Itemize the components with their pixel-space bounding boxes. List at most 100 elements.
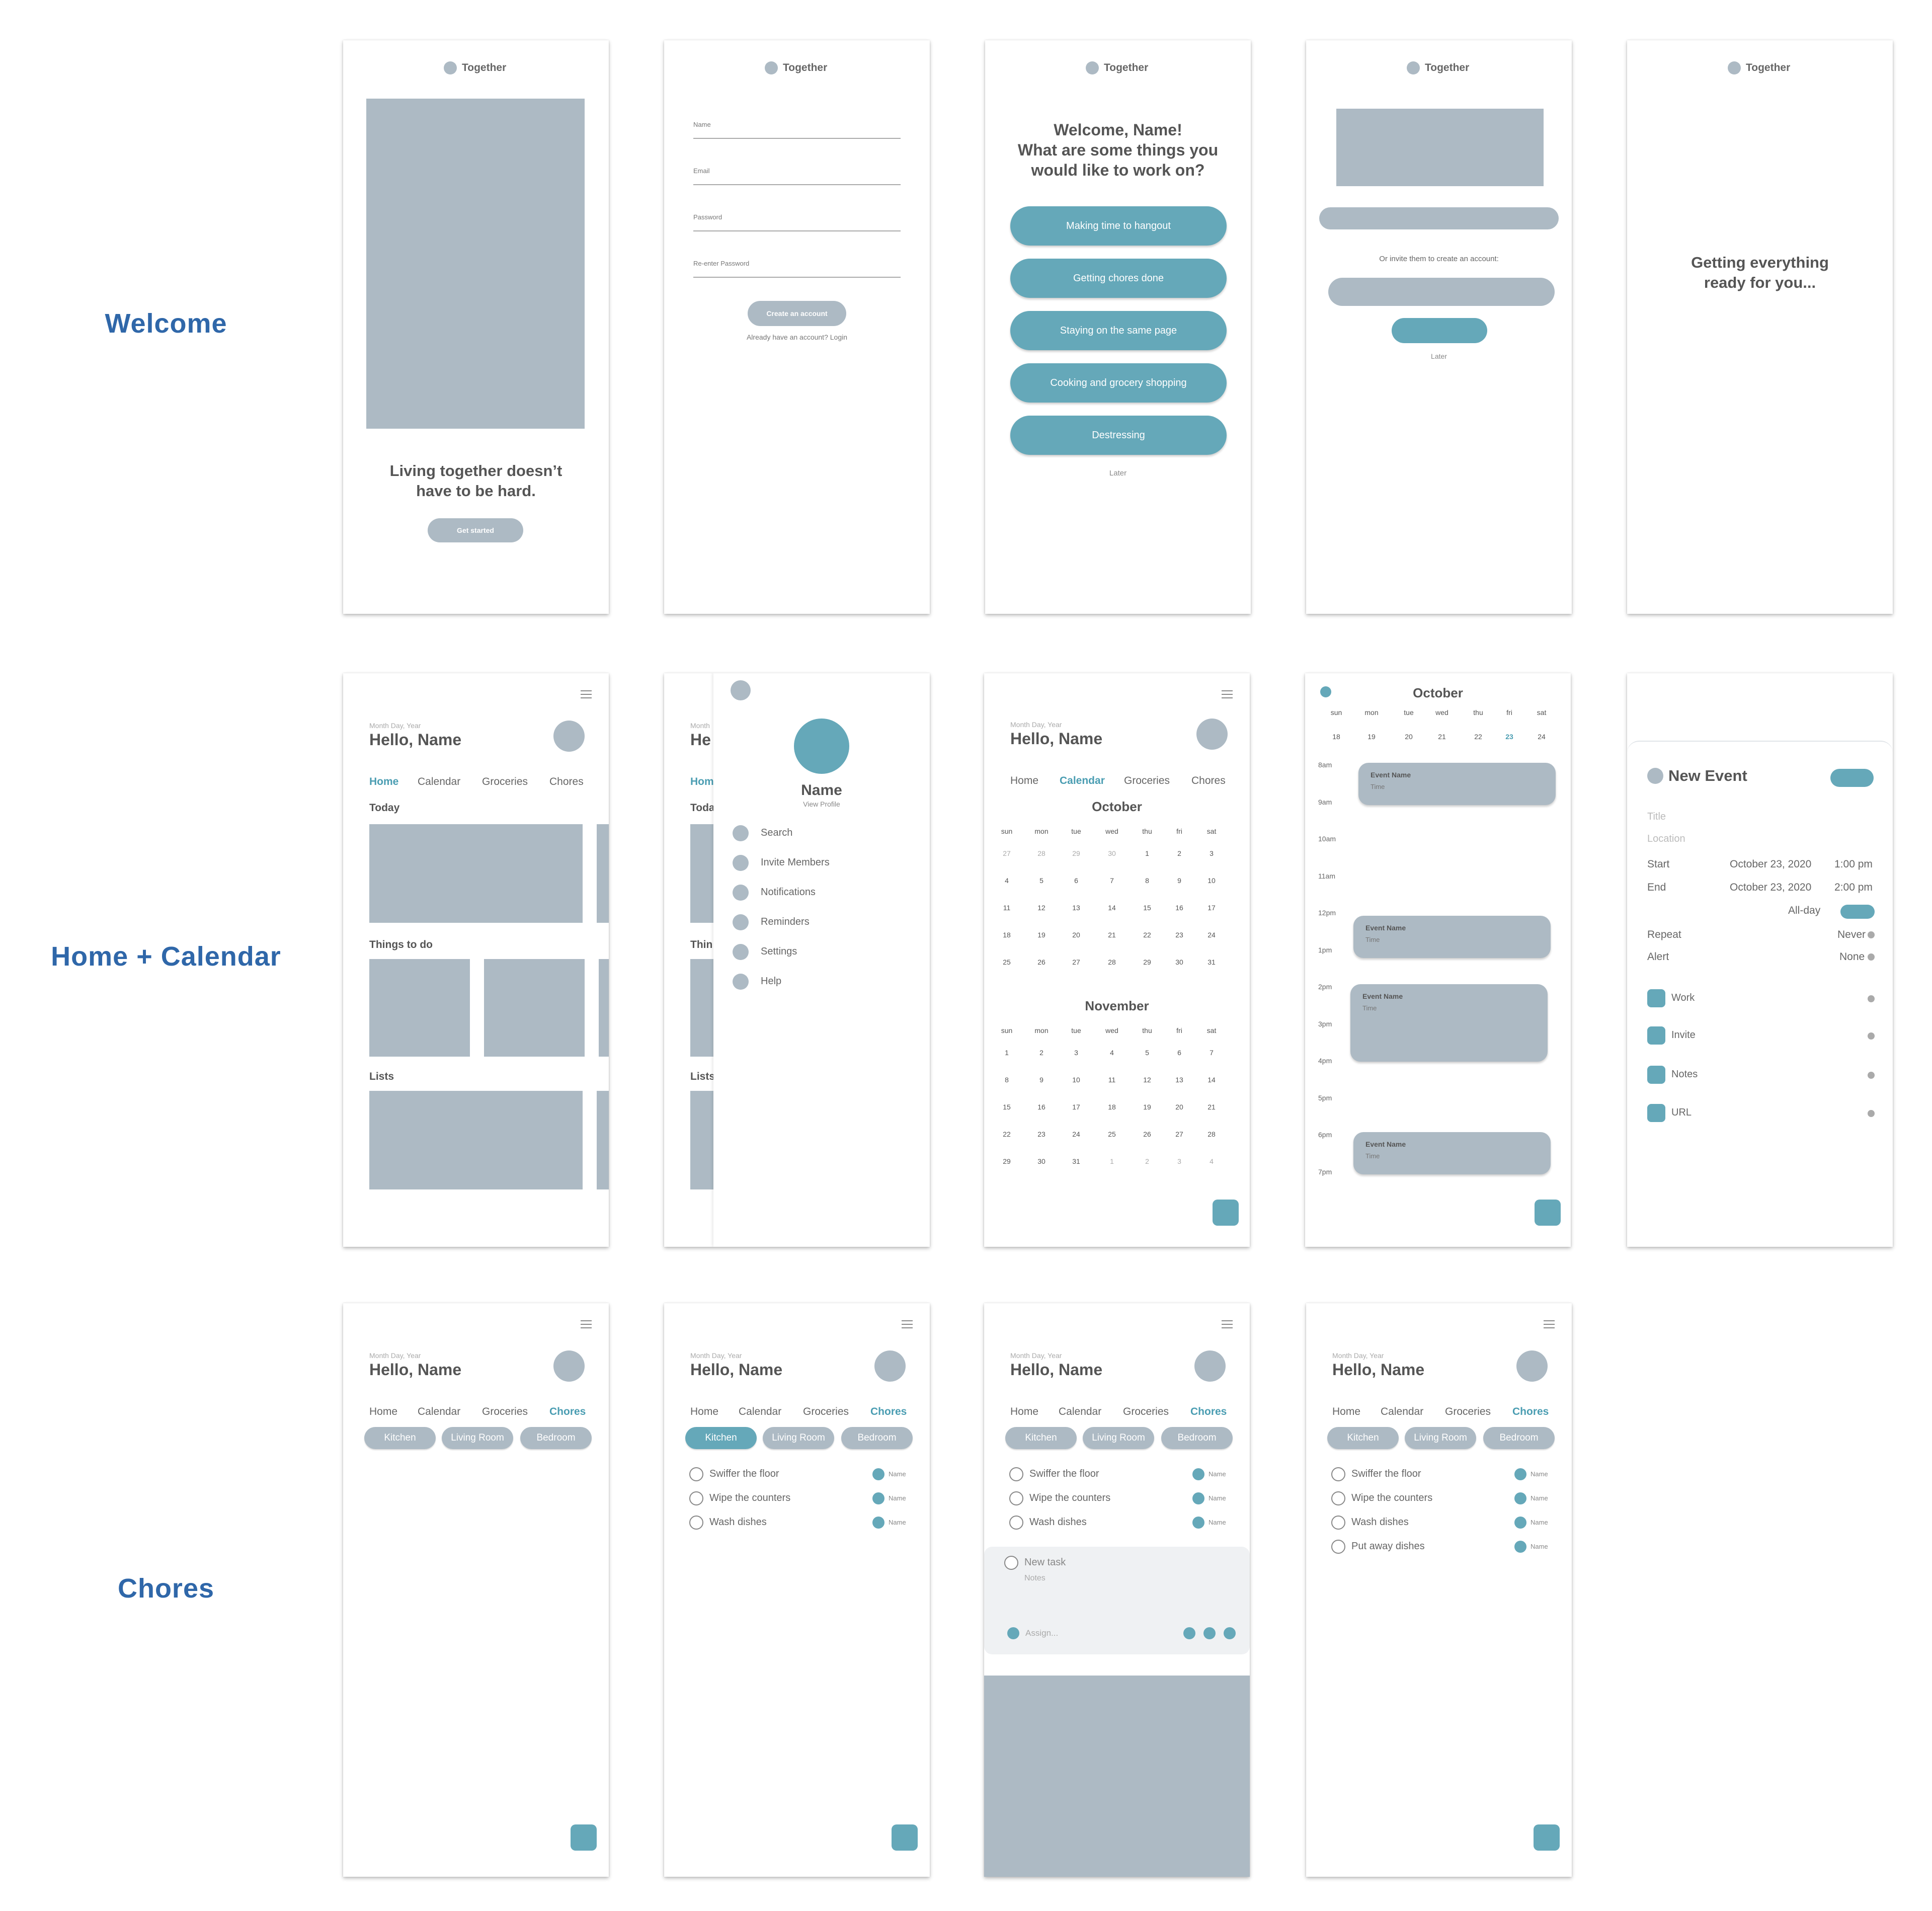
add-chore-button[interactable] <box>892 1824 918 1851</box>
menu-icon[interactable] <box>1222 690 1233 698</box>
task-name[interactable]: Swiffer the floor <box>1029 1468 1099 1479</box>
notes-option-icon[interactable] <box>1647 1066 1665 1084</box>
today-card-next[interactable] <box>597 824 609 923</box>
tab-home[interactable]: Home <box>1332 1406 1361 1417</box>
avatar[interactable] <box>874 1350 906 1382</box>
end-time[interactable]: 2:00 pm <box>1834 882 1873 893</box>
start-time[interactable]: 1:00 pm <box>1834 858 1873 870</box>
room-chip-living-room[interactable]: Living Room <box>1083 1427 1154 1449</box>
week-day-cell[interactable]: 20 <box>1405 733 1413 741</box>
interest-option-button[interactable]: Cooking and grocery shopping <box>1010 363 1227 403</box>
day-cell[interactable]: 27 <box>1072 958 1080 966</box>
day-cell[interactable]: 24 <box>1208 931 1216 939</box>
day-cell[interactable]: 4 <box>1005 877 1009 885</box>
day-cell[interactable]: 20 <box>1072 931 1080 939</box>
menu-item-notifications[interactable]: Notifications <box>761 887 816 898</box>
add-chore-button[interactable] <box>1534 1824 1560 1851</box>
room-chip-living-room[interactable]: Living Room <box>1405 1427 1476 1449</box>
avatar[interactable] <box>1194 1350 1226 1382</box>
day-cell[interactable]: 25 <box>1108 1130 1116 1138</box>
avatar[interactable] <box>1516 1350 1548 1382</box>
day-cell[interactable]: 14 <box>1208 1076 1216 1084</box>
today-card[interactable] <box>369 824 583 923</box>
day-cell[interactable]: 21 <box>1108 931 1116 939</box>
day-cell[interactable]: 13 <box>1072 904 1080 912</box>
day-cell[interactable]: 30 <box>1175 958 1183 966</box>
create-account-button[interactable]: Create an account <box>748 301 846 326</box>
day-cell[interactable]: 23 <box>1175 931 1183 939</box>
day-cell[interactable]: 8 <box>1145 877 1149 885</box>
menu-item-settings[interactable]: Settings <box>761 946 797 957</box>
room-chip-bedroom[interactable]: Bedroom <box>1483 1427 1555 1449</box>
day-cell[interactable]: 27 <box>1175 1130 1183 1138</box>
tab-home[interactable]: Home <box>369 776 399 787</box>
tab-chores[interactable]: Chores <box>1512 1406 1549 1417</box>
url-option-label[interactable]: URL <box>1671 1107 1692 1118</box>
tab-chores[interactable]: Chores <box>549 776 584 787</box>
repeat-value[interactable]: Never <box>1837 929 1866 940</box>
menu-item-reminders[interactable]: Reminders <box>761 916 810 927</box>
day-cell[interactable]: 15 <box>1143 904 1151 912</box>
assignee-avatar[interactable] <box>872 1468 884 1480</box>
task-checkbox[interactable] <box>1331 1540 1345 1554</box>
add-chore-button[interactable] <box>571 1824 597 1851</box>
menu-item-invite-members[interactable]: Invite Members <box>761 857 830 868</box>
tab-home[interactable]: Home <box>1010 1406 1039 1417</box>
day-cell[interactable]: 30 <box>1108 849 1116 857</box>
tab-calendar[interactable]: Calendar <box>418 1406 461 1417</box>
day-cell[interactable]: 29 <box>1003 1157 1011 1165</box>
day-cell[interactable]: 23 <box>1037 1130 1045 1138</box>
task-name[interactable]: Swiffer the floor <box>1351 1468 1421 1479</box>
day-cell[interactable]: 19 <box>1143 1103 1151 1111</box>
todo-card[interactable] <box>484 959 585 1057</box>
tab-chores[interactable]: Chores <box>1190 1406 1227 1417</box>
add-event-button[interactable] <box>1213 1200 1239 1226</box>
day-cell[interactable]: 5 <box>1145 1049 1149 1057</box>
task-checkbox[interactable] <box>1331 1467 1345 1481</box>
day-cell[interactable]: 28 <box>1037 849 1045 857</box>
close-menu-icon[interactable] <box>731 680 751 700</box>
day-cell[interactable]: 4 <box>1210 1157 1214 1165</box>
room-chip-bedroom[interactable]: Bedroom <box>520 1427 592 1449</box>
room-chip-living-room[interactable]: Living Room <box>763 1427 834 1449</box>
field-input-re-enter-password[interactable] <box>693 277 901 278</box>
tab-groceries[interactable]: Groceries <box>1445 1406 1491 1417</box>
day-cell[interactable]: 30 <box>1037 1157 1045 1165</box>
task-name[interactable]: Swiffer the floor <box>709 1468 779 1479</box>
get-started-button[interactable]: Get started <box>428 518 523 542</box>
room-chip-kitchen[interactable]: Kitchen <box>364 1427 436 1449</box>
assignee-avatar[interactable] <box>1192 1517 1204 1529</box>
day-cell[interactable]: 3 <box>1177 1157 1181 1165</box>
interest-option-button[interactable]: Getting chores done <box>1010 259 1227 298</box>
day-cell[interactable]: 13 <box>1175 1076 1183 1084</box>
day-cell[interactable]: 29 <box>1143 958 1151 966</box>
day-cell[interactable]: 18 <box>1108 1103 1116 1111</box>
day-cell[interactable]: 10 <box>1208 877 1216 885</box>
task-name[interactable]: Wash dishes <box>1351 1517 1409 1528</box>
work-option-label[interactable]: Work <box>1671 992 1695 1003</box>
allday-toggle[interactable] <box>1840 905 1875 919</box>
tab-groceries[interactable]: Groceries <box>803 1406 849 1417</box>
day-cell[interactable]: 8 <box>1005 1076 1009 1084</box>
profile-avatar[interactable] <box>794 719 849 774</box>
end-date[interactable]: October 23, 2020 <box>1730 882 1812 893</box>
location-input[interactable]: Location <box>1647 833 1685 844</box>
work-option-icon[interactable] <box>1647 989 1665 1007</box>
member-avatar[interactable] <box>1183 1627 1195 1639</box>
invite-option-label[interactable]: Invite <box>1671 1029 1696 1041</box>
day-cell[interactable]: 26 <box>1037 958 1045 966</box>
week-day-cell[interactable]: 19 <box>1367 733 1376 741</box>
tab-home[interactable]: Home <box>1010 775 1039 786</box>
tab-calendar[interactable]: Calendar <box>739 1406 782 1417</box>
interest-option-button[interactable]: Staying on the same page <box>1010 311 1227 350</box>
list-card[interactable] <box>369 1091 583 1189</box>
assignee-avatar[interactable] <box>1514 1492 1526 1504</box>
tab-groceries[interactable]: Groceries <box>1123 1406 1169 1417</box>
close-icon[interactable] <box>1647 768 1663 784</box>
tab-groceries[interactable]: Groceries <box>1124 775 1170 786</box>
avatar[interactable] <box>553 1350 585 1382</box>
assignee-avatar[interactable] <box>1192 1492 1204 1504</box>
room-chip-bedroom[interactable]: Bedroom <box>841 1427 913 1449</box>
todo-card[interactable] <box>599 959 609 1057</box>
